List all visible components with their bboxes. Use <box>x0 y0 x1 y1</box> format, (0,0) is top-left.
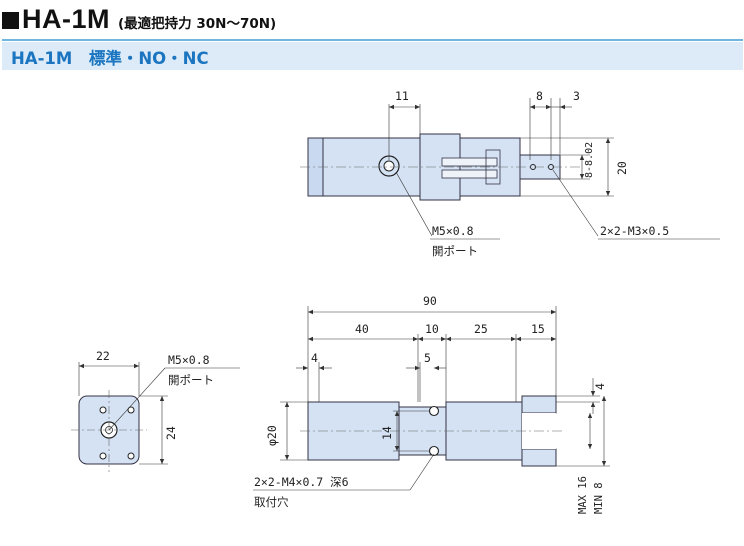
title-square-mark <box>2 12 19 29</box>
top-port-name: 開ポート <box>432 244 478 258</box>
side-dim-15: 15 <box>531 322 545 336</box>
side-mount-hole-upper <box>428 405 440 417</box>
top-dim-20: 20 <box>615 161 629 175</box>
variant-bar: HA-1M 標準・NO・NC <box>2 42 743 70</box>
model-title: HA-1M <box>22 4 110 34</box>
side-dim-90: 90 <box>423 294 437 308</box>
variant-label: HA-1M 標準・NO・NC <box>11 49 209 68</box>
top-slot-left <box>441 157 498 167</box>
side-dim-40: 40 <box>355 322 369 336</box>
top-jaw-holes: 2×2-M3×0.5 <box>600 224 669 238</box>
side-dim-14: 14 <box>380 426 394 440</box>
top-port-inner <box>383 160 395 172</box>
end-dim-24: 24 <box>164 426 178 440</box>
side-min-8: MIN 8 <box>593 482 605 514</box>
side-dim-4-left: 4 <box>311 351 318 365</box>
top-dim-3: 3 <box>573 89 580 103</box>
side-dim-10: 10 <box>425 322 439 336</box>
model-header: HA-1M (最適把持力 30N～70N) <box>2 4 742 40</box>
side-dim-5: 5 <box>424 351 431 365</box>
top-port-thread: M5×0.8 <box>432 224 474 238</box>
side-jaw-upper <box>521 395 557 414</box>
side-view: 90 40 10 25 15 4 5 4 φ20 <box>253 294 610 514</box>
top-dim-8-tolerance: 8-8.02 <box>584 142 595 178</box>
side-dim-phi20: φ20 <box>265 425 279 446</box>
side-mount-name: 取付穴 <box>254 495 289 509</box>
header-divider <box>2 39 743 41</box>
end-view: 22 24 M5×0.8 開ポート <box>71 349 240 472</box>
top-dim-11: 11 <box>395 89 409 103</box>
side-dim-4-right: 4 <box>593 383 607 390</box>
end-port-name: 開ポート <box>168 373 214 387</box>
side-mount-holes: 2×2-M4×0.7 深6 <box>254 475 349 489</box>
top-dim-8: 8 <box>536 89 543 103</box>
top-slot-right <box>441 169 498 179</box>
side-max-16: MAX 16 <box>577 476 589 514</box>
end-hole-tl <box>99 406 107 414</box>
end-hole-bl <box>99 452 107 460</box>
model-subtitle: (最適把持力 30N～70N) <box>118 16 277 32</box>
side-jaw-lower <box>521 448 557 467</box>
end-hole-br <box>127 452 135 460</box>
end-hole-tr <box>127 406 135 414</box>
side-dim-25: 25 <box>474 322 488 336</box>
end-dim-22: 22 <box>96 349 110 363</box>
top-view: 11 8 3 8-8.02 20 M5×0.8 開ポート 2×2-M3×0.5 <box>300 89 720 258</box>
end-port-thread: M5×0.8 <box>168 353 210 367</box>
